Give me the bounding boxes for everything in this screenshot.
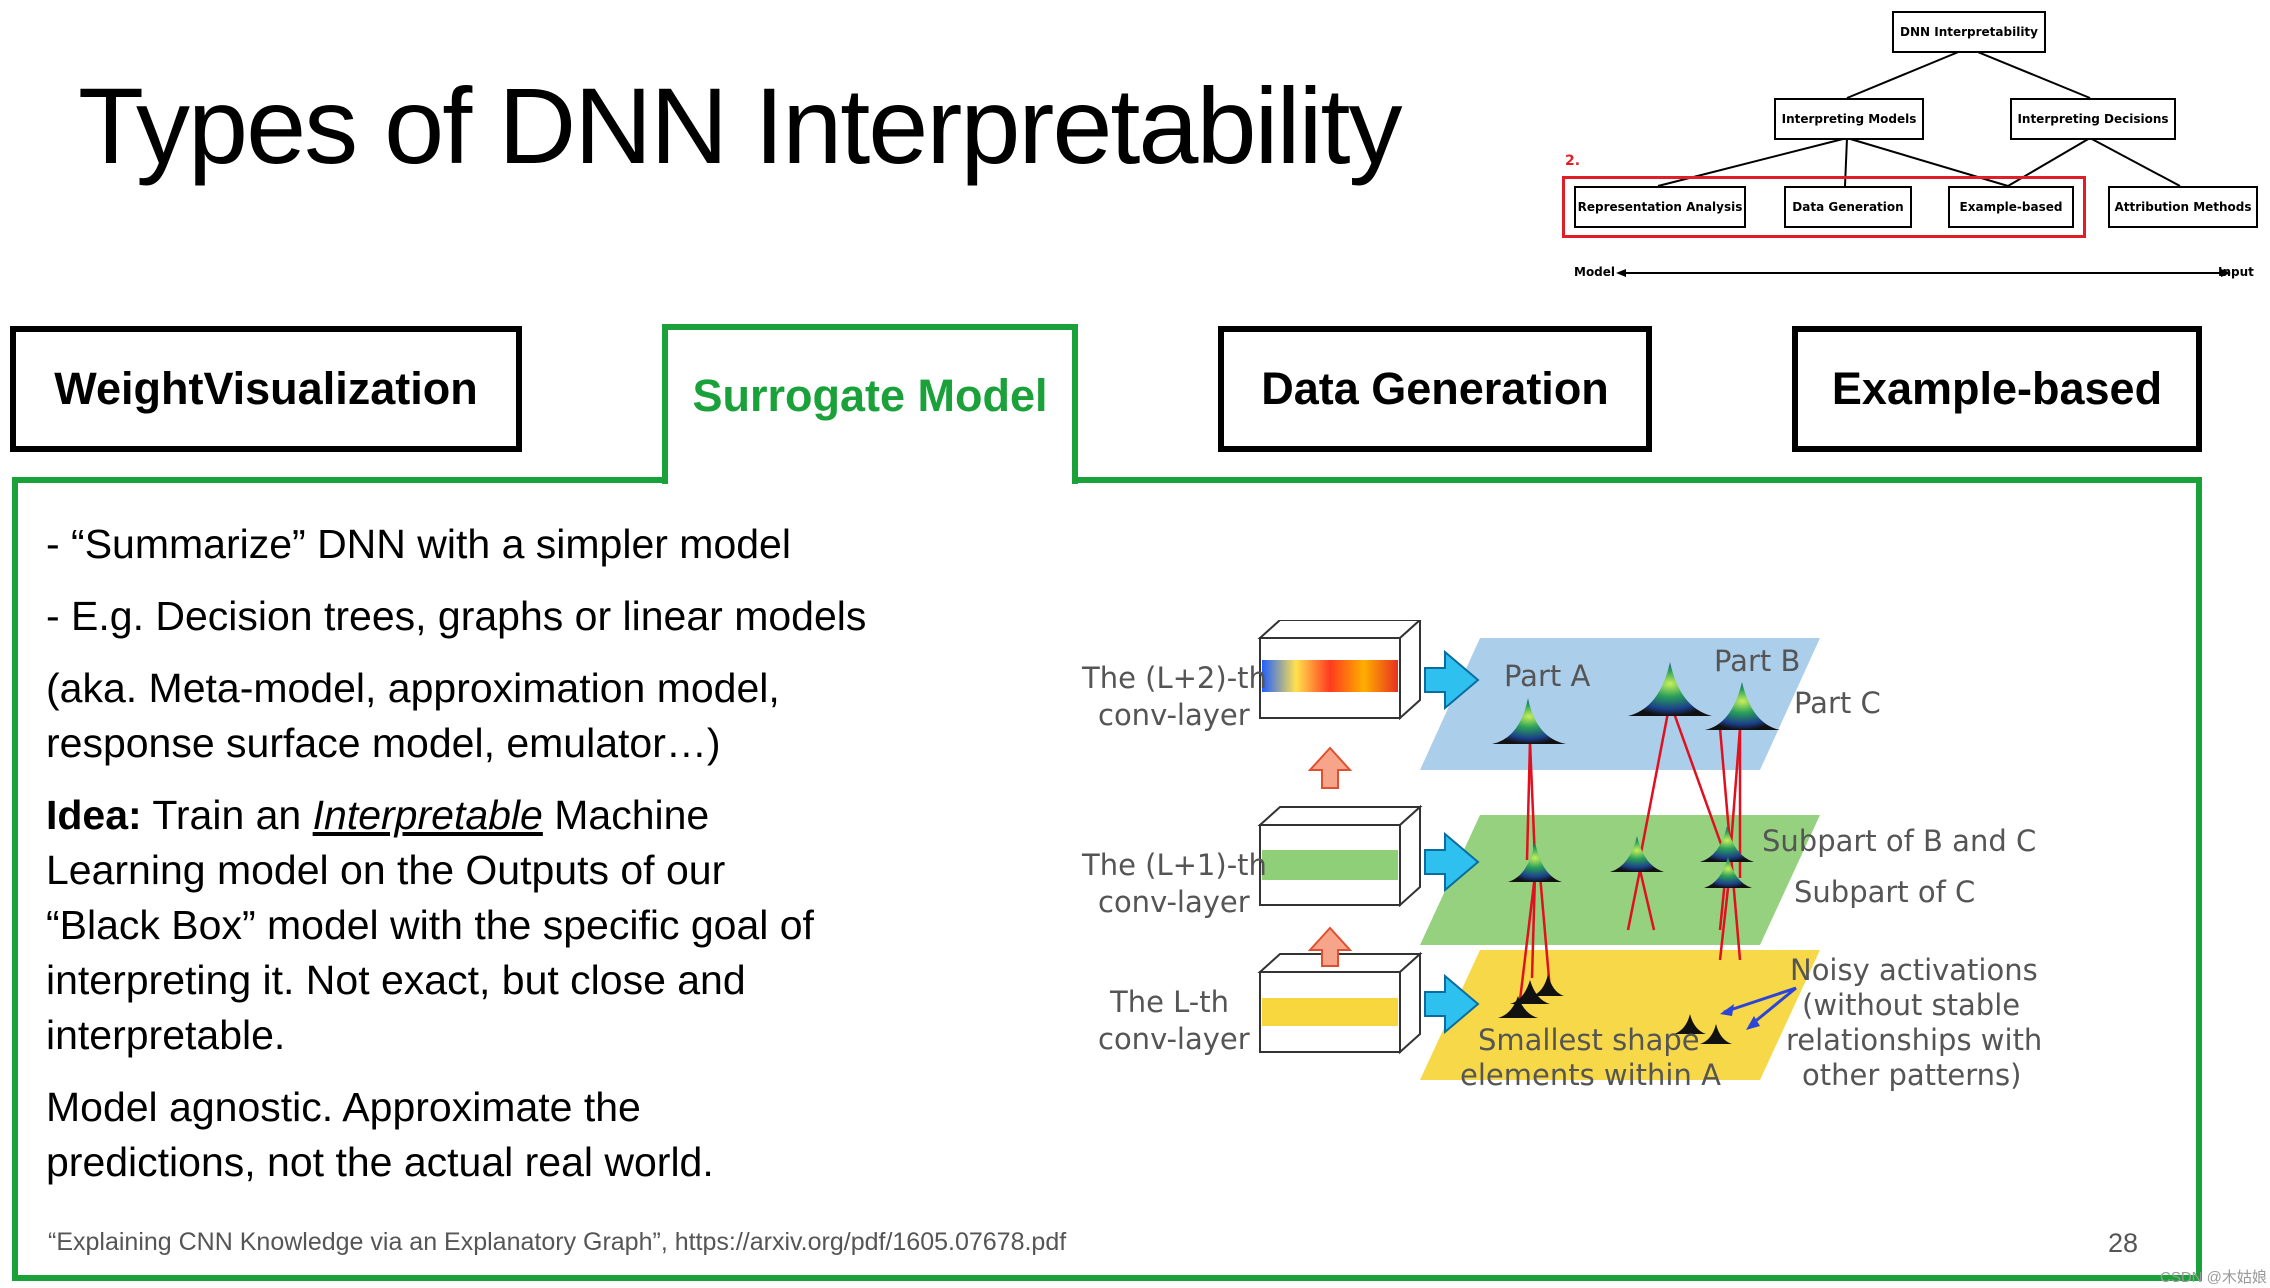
highlight-number: 2. bbox=[1565, 153, 1581, 169]
noise-pointer-2 bbox=[1751, 986, 1797, 1026]
right-arrow-1 bbox=[1424, 649, 1480, 711]
label-part-a: Part A bbox=[1504, 659, 1591, 693]
noise-pointer-1 bbox=[1723, 986, 1797, 1014]
agnostic-line-1: Model agnostic. Approximate the bbox=[46, 1084, 641, 1130]
tab-weight-visualization[interactable]: WeightVisualization bbox=[10, 326, 522, 452]
axis-model-label: Model bbox=[1574, 265, 1616, 279]
plane-mid bbox=[1420, 815, 1820, 945]
idea-pre: Train an bbox=[141, 792, 313, 838]
aka-line-1: (aka. Meta-model, approximation model, bbox=[46, 665, 780, 711]
citation: “Explaining CNN Knowledge via an Explana… bbox=[48, 1228, 1067, 1256]
axis-input-label: Input bbox=[2218, 265, 2254, 279]
bullet-summarize: - “Summarize” DNN with a simpler model bbox=[46, 521, 791, 567]
tree-node-interpreting-models: Interpreting Models bbox=[1774, 98, 1924, 140]
tree-node-interpreting-decisions: Interpreting Decisions bbox=[2010, 98, 2176, 140]
tree-node-representation-analysis: Representation Analysis bbox=[1574, 186, 1746, 228]
tab-surrogate-label: Surrogate Model bbox=[692, 370, 1048, 421]
idea-line-2: Learning model on the Outputs of our bbox=[46, 847, 726, 893]
activation-peaks bbox=[1492, 662, 1780, 1044]
label-part-c: Part C bbox=[1794, 686, 1881, 720]
idea-line-3: “Black Box” model with the specific goal… bbox=[46, 902, 814, 948]
label-noisy-1: Noisy activations bbox=[1790, 953, 2038, 987]
up-arrow-2 bbox=[1307, 926, 1353, 967]
tree-node-root: DNN Interpretability bbox=[1892, 11, 2046, 53]
tab-example-based[interactable]: Example-based bbox=[1792, 326, 2202, 452]
label-layer-l-line1: The L-th bbox=[1110, 985, 1230, 1019]
label-noisy-3: relationships with bbox=[1786, 1023, 2043, 1057]
idea-line-5: interpretable. bbox=[46, 1012, 286, 1058]
layer-block-mid bbox=[1257, 804, 1423, 908]
tab-data-generation[interactable]: Data Generation bbox=[1218, 326, 1652, 452]
label-subpart-c: Subpart of C bbox=[1794, 875, 1976, 909]
highlight-box bbox=[1562, 176, 2086, 238]
layer-block-top bbox=[1257, 620, 1422, 721]
idea-post: Machine bbox=[542, 792, 710, 838]
idea-emphasis: Interpretable bbox=[312, 792, 543, 838]
tree-node-attribution-methods: Attribution Methods bbox=[2108, 186, 2258, 228]
slide-title: Types of DNN Interpretability bbox=[78, 65, 1403, 186]
up-arrow-1 bbox=[1307, 746, 1353, 789]
right-arrow-2 bbox=[1424, 831, 1480, 893]
label-layer-l1-line1: The (L+1)-th bbox=[1082, 848, 1267, 882]
page-number: 28 bbox=[2108, 1228, 2139, 1258]
label-layer-l-line2: conv-layer bbox=[1098, 1022, 1250, 1056]
plane-bottom bbox=[1420, 950, 1820, 1080]
content-panel bbox=[12, 477, 2202, 1281]
bullet-example: - E.g. Decision trees, graphs or linear … bbox=[46, 593, 867, 639]
label-smallest-2: elements within A bbox=[1460, 1058, 1721, 1092]
tree-node-example-based: Example-based bbox=[1948, 186, 2074, 228]
idea-label: Idea: bbox=[46, 792, 142, 838]
label-smallest-1: Smallest shape bbox=[1478, 1023, 1700, 1057]
layer-block-bottom bbox=[1257, 951, 1423, 1055]
label-layer-l2-line1: The (L+2)-th bbox=[1082, 661, 1267, 695]
label-noisy-2: (without stable bbox=[1802, 988, 2021, 1022]
label-layer-l2-line2: conv-layer bbox=[1098, 698, 1250, 732]
label-part-b: Part B bbox=[1714, 644, 1801, 678]
right-arrow-3 bbox=[1424, 973, 1480, 1035]
explanatory-graph-figure bbox=[1257, 620, 1820, 1080]
idea-line-1: Idea: Train an Interpretable Machine bbox=[46, 788, 709, 843]
idea-line-4: interpreting it. Not exact, but close an… bbox=[46, 957, 746, 1003]
tree-connectors bbox=[1616, 47, 2231, 277]
aka-line-2: response surface model, emulator…) bbox=[46, 720, 721, 766]
label-subpart-bc: Subpart of B and C bbox=[1762, 824, 2037, 858]
label-noisy-4: other patterns) bbox=[1802, 1058, 2022, 1092]
tree-node-data-generation: Data Generation bbox=[1784, 186, 1912, 228]
tab-surrogate-model[interactable]: Surrogate Model bbox=[662, 324, 1078, 484]
label-layer-l1-line2: conv-layer bbox=[1098, 885, 1250, 919]
agnostic-line-2: predictions, not the actual real world. bbox=[46, 1139, 714, 1185]
watermark: CSDN @木姑娘 bbox=[2160, 1269, 2267, 1286]
